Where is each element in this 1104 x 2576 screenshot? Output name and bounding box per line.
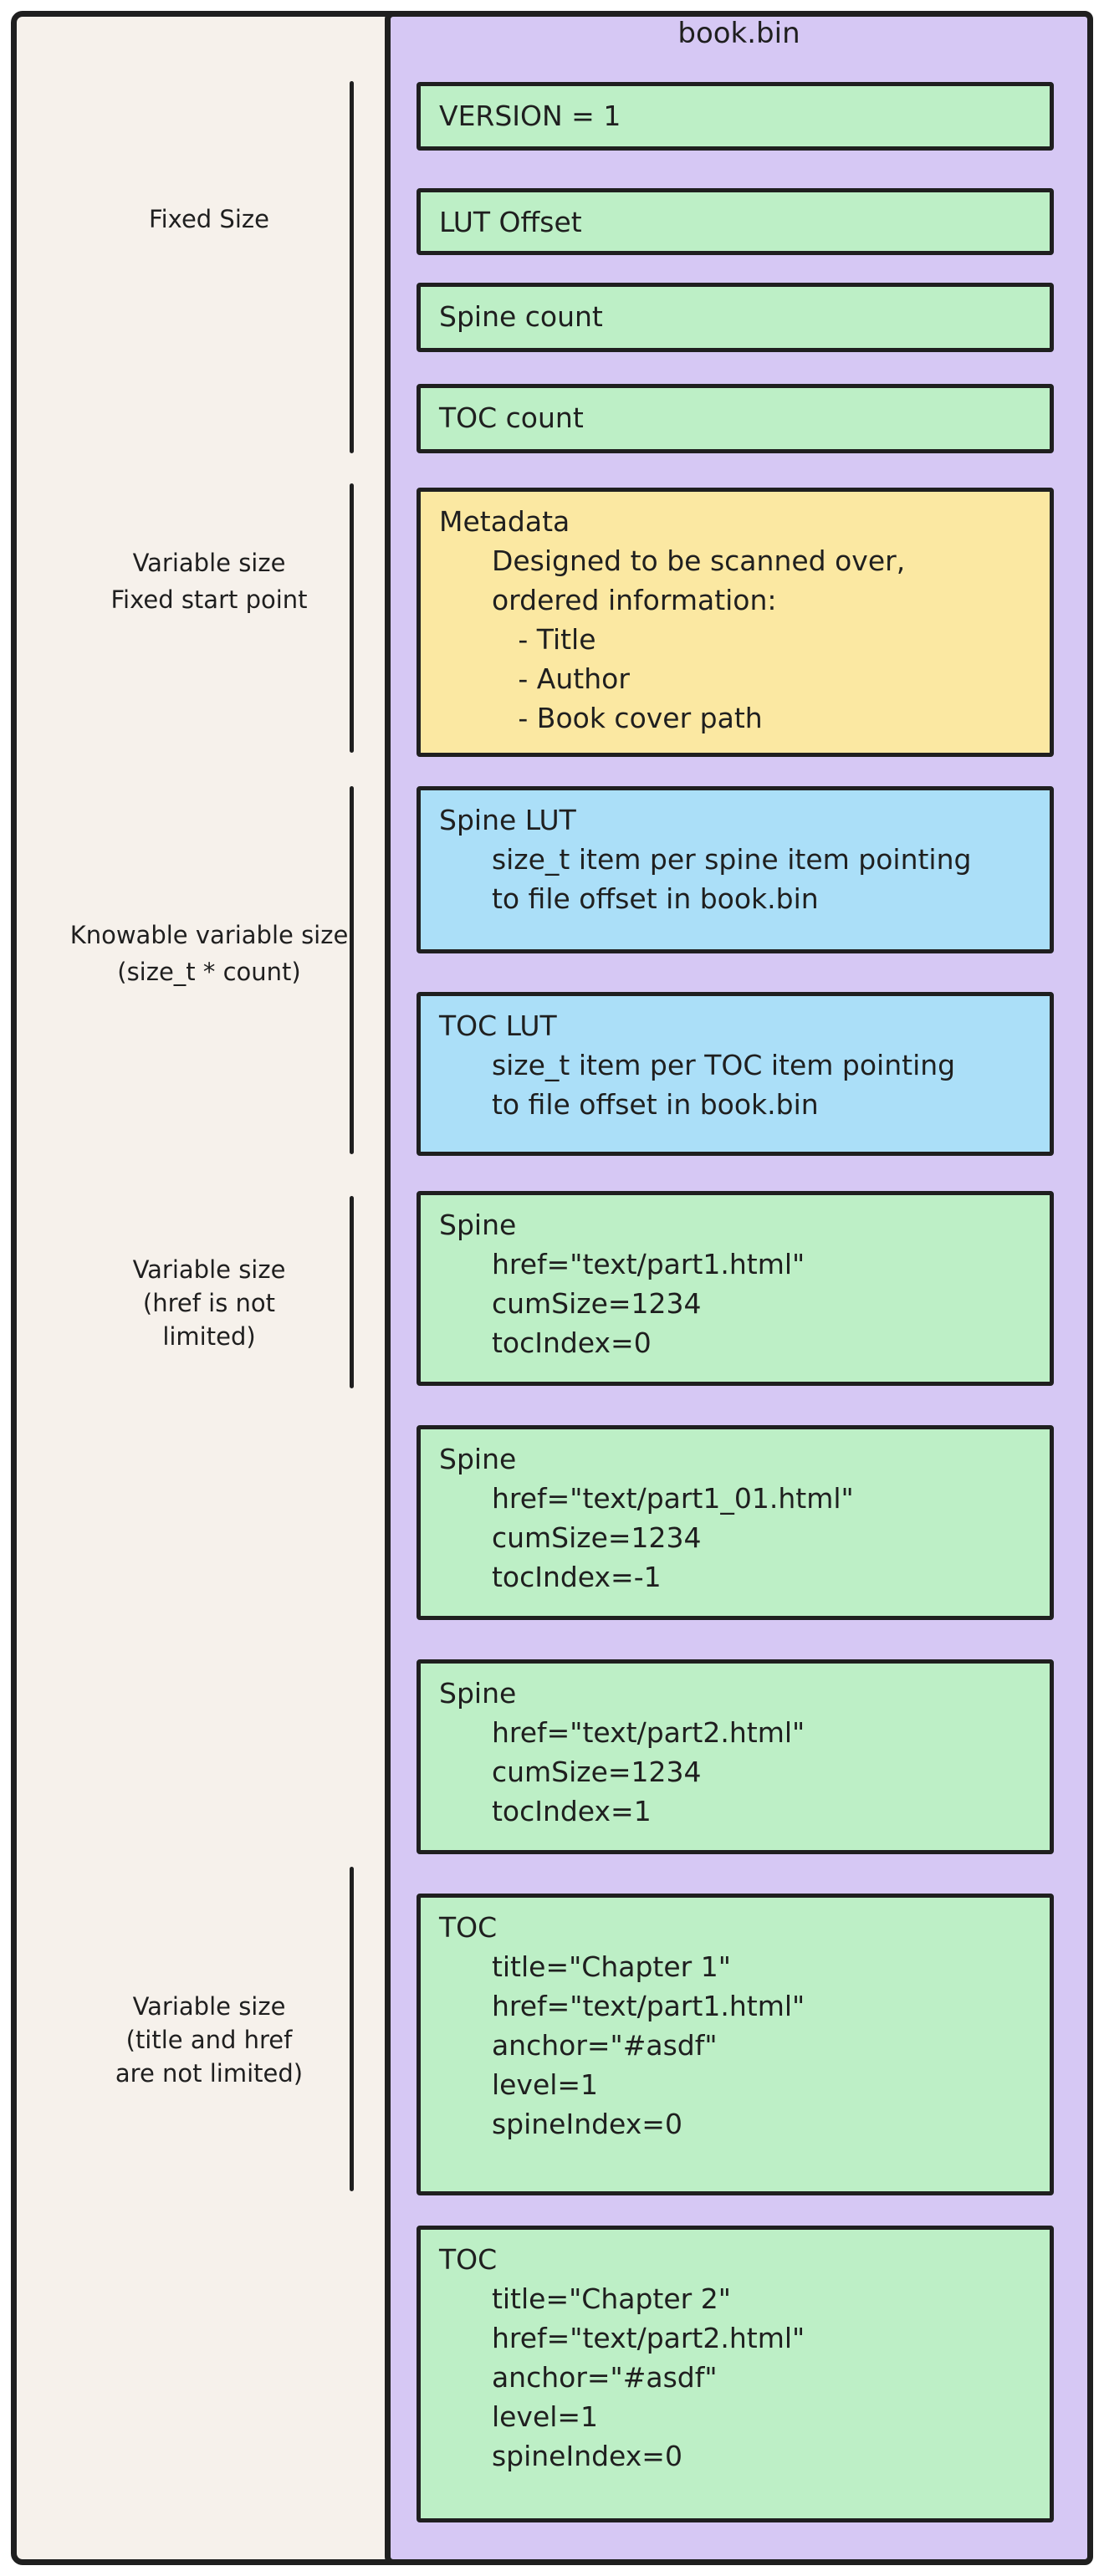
block-line: Spine xyxy=(439,1677,517,1710)
label-variable-size-title-href: Variable size (title and href are not li… xyxy=(46,1990,372,2090)
label-line: Variable size xyxy=(132,1992,286,2021)
label-line: Fixed Size xyxy=(149,205,269,233)
block-line: anchor="#asdf" xyxy=(439,2361,718,2394)
bin-block-metadata: Metadata Designed to be scanned over, or… xyxy=(417,488,1054,757)
label-line: are not limited) xyxy=(115,2059,304,2088)
block-line: cumSize=1234 xyxy=(439,1756,702,1788)
label-line: (title and href xyxy=(125,2026,293,2054)
block-line: cumSize=1234 xyxy=(439,1521,702,1554)
bin-block-lut-offset: LUT Offset xyxy=(417,188,1054,255)
label-line: (size_t * count) xyxy=(117,958,301,986)
bin-block-spine-3: Spine href="text/part2.html" cumSize=123… xyxy=(417,1659,1054,1854)
block-line: tocIndex=0 xyxy=(439,1326,652,1359)
panel-title: book.bin xyxy=(677,17,800,50)
bracket-variable-size-title-href xyxy=(350,1867,354,2191)
block-line: TOC xyxy=(439,1911,498,1944)
block-line: Metadata xyxy=(439,505,570,538)
label-variable-size-fixed-start: Variable size Fixed start point xyxy=(46,544,372,618)
block-line: href="text/part2.html" xyxy=(439,2322,805,2354)
block-line: to file offset in book.bin xyxy=(439,1088,819,1121)
block-line: href="text/part1_01.html" xyxy=(439,1482,854,1515)
bracket-variable-size-href xyxy=(350,1196,354,1388)
block-line: - Title xyxy=(439,623,596,656)
label-line: limited) xyxy=(162,1322,256,1351)
block-line: spineIndex=0 xyxy=(439,2108,682,2140)
bracket-knowable-variable-size xyxy=(350,786,354,1154)
block-line: href="text/part2.html" xyxy=(439,1716,805,1749)
block-line: spineIndex=0 xyxy=(439,2440,682,2472)
label-line: Variable size xyxy=(132,549,286,577)
bin-block-spine-1: Spine href="text/part1.html" cumSize=123… xyxy=(417,1191,1054,1386)
block-line: Spine xyxy=(439,1443,517,1475)
block-line: Spine xyxy=(439,1209,517,1241)
block-line: title="Chapter 2" xyxy=(439,2282,731,2315)
block-line: href="text/part1.html" xyxy=(439,1248,805,1280)
label-knowable-variable-size: Knowable variable size (size_t * count) xyxy=(46,917,372,990)
block-line: cumSize=1234 xyxy=(439,1287,702,1320)
bin-block-spine-2: Spine href="text/part1_01.html" cumSize=… xyxy=(417,1425,1054,1620)
block-line: VERSION = 1 xyxy=(439,100,621,132)
block-line: - Book cover path xyxy=(439,702,763,734)
block-line: href="text/part1.html" xyxy=(439,1990,805,2022)
bin-block-spine-lut: Spine LUT size_t item per spine item poi… xyxy=(417,786,1054,953)
block-line: tocIndex=-1 xyxy=(439,1561,662,1593)
block-line: level=1 xyxy=(439,2068,599,2101)
label-line: Variable size xyxy=(132,1255,286,1284)
block-line: size_t item per TOC item pointing xyxy=(439,1049,956,1081)
block-line: TOC xyxy=(439,2243,498,2276)
bracket-variable-size-fixed-start xyxy=(350,483,354,753)
block-line: Spine count xyxy=(439,300,603,333)
bin-block-spine-count: Spine count xyxy=(417,283,1054,352)
block-line: size_t item per spine item pointing xyxy=(439,843,972,876)
bin-block-version: VERSION = 1 xyxy=(417,82,1054,151)
block-line: title="Chapter 1" xyxy=(439,1950,731,1983)
block-line: anchor="#asdf" xyxy=(439,2029,718,2062)
label-line: Knowable variable size xyxy=(69,921,349,949)
label-line: Fixed start point xyxy=(110,585,308,614)
label-variable-size-href: Variable size (href is not limited) xyxy=(46,1253,372,1353)
block-line: ordered information: xyxy=(439,584,777,616)
bracket-fixed-size xyxy=(350,81,354,453)
label-fixed-size: Fixed Size xyxy=(46,201,372,238)
bin-block-toc-1: TOC title="Chapter 1" href="text/part1.h… xyxy=(417,1894,1054,2195)
block-line: LUT Offset xyxy=(439,206,582,238)
label-line: (href is not xyxy=(142,1289,276,1317)
block-line: Spine LUT xyxy=(439,804,576,836)
block-line: level=1 xyxy=(439,2400,599,2433)
block-line: to file offset in book.bin xyxy=(439,882,819,915)
block-line: TOC count xyxy=(439,401,584,434)
bin-block-toc-lut: TOC LUT size_t item per TOC item pointin… xyxy=(417,992,1054,1156)
block-line: - Author xyxy=(439,662,630,695)
block-line: TOC LUT xyxy=(439,1009,557,1042)
bin-block-toc-count: TOC count xyxy=(417,384,1054,453)
bin-block-toc-2: TOC title="Chapter 2" href="text/part2.h… xyxy=(417,2226,1054,2522)
block-line: tocIndex=1 xyxy=(439,1795,652,1827)
block-line: Designed to be scanned over, xyxy=(439,544,906,577)
